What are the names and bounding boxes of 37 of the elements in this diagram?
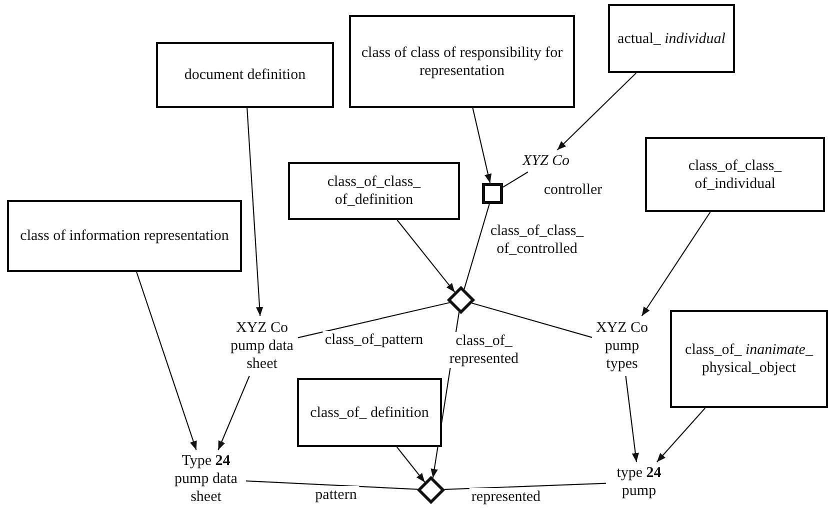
arrow — [656, 408, 706, 462]
connector-line — [502, 172, 528, 188]
arrow — [641, 212, 711, 316]
arrow — [218, 376, 250, 450]
edge-label: represented — [469, 488, 543, 506]
instance-label: Type 24 pump data sheet — [166, 450, 246, 508]
edge-label: class_of_ represented — [447, 332, 521, 368]
instance-label: type 24 pump — [606, 462, 672, 502]
class-box: actual_ individual — [608, 4, 735, 73]
class-box: class_of_class_ of_definition — [288, 162, 460, 220]
instance-label: XYZ Co pump data sheet — [226, 316, 298, 376]
class-box: class_of_ inanimate_ physical_object — [670, 310, 828, 408]
arrow — [396, 446, 426, 483]
arrow — [472, 108, 492, 184]
edge-label: class_of_class_ of_controlled — [488, 222, 586, 258]
instance-label: XYZ Co — [515, 150, 577, 172]
arrow — [625, 376, 639, 462]
relationship-diamond — [447, 286, 475, 314]
class-box: document definition — [156, 42, 334, 108]
class-box: class_of_class_ of_individual — [645, 137, 825, 212]
instance-label: XYZ Co pump types — [592, 316, 652, 376]
class-box: class of information representation — [7, 200, 242, 272]
relationship-box — [482, 183, 503, 204]
arrow — [396, 220, 456, 293]
class-box: class_of_ definition — [297, 378, 442, 447]
arrow — [556, 72, 637, 150]
arrow — [136, 272, 197, 450]
arrow — [246, 108, 264, 316]
edge-label: class_of_pattern — [322, 331, 426, 349]
connector-line — [298, 302, 450, 338]
connector-line — [444, 482, 606, 490]
connector-line — [472, 302, 592, 338]
connector-line — [464, 204, 490, 290]
class-box: class of class of responsibility for representation — [349, 15, 575, 108]
relationship-diamond — [417, 476, 445, 504]
connector-line — [246, 480, 418, 490]
edge-label: pattern — [313, 486, 359, 504]
